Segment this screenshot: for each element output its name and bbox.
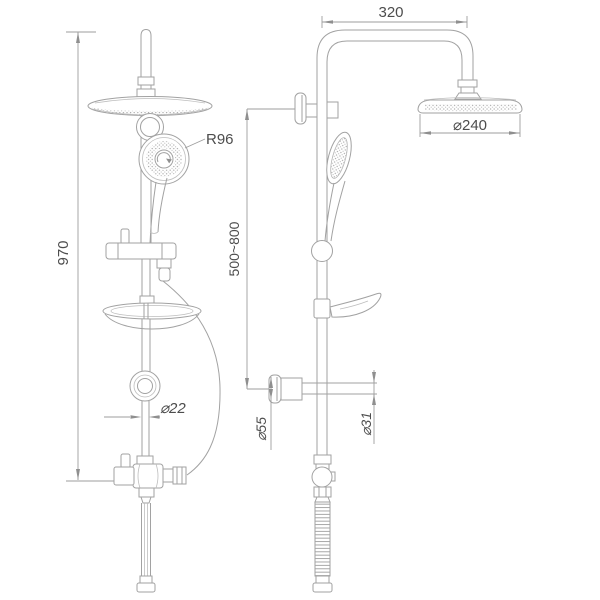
soap-dish-side xyxy=(313,292,382,319)
shower-arm xyxy=(316,29,482,100)
rain-shower-head-side xyxy=(417,97,523,114)
dimension-rail-range: 500~800 xyxy=(226,109,249,389)
dim-500-800-label: 500~800 xyxy=(226,221,242,276)
pipe-end-fitting xyxy=(139,575,153,584)
mode-button xyxy=(154,149,174,169)
holder-bracket xyxy=(105,228,177,282)
dimension-head-diameter: ⌀240 xyxy=(419,114,521,137)
head-nozzle-band xyxy=(425,104,517,112)
dimension-overall-height: 970 xyxy=(55,31,126,482)
dim-31-label: ⌀31 xyxy=(358,412,374,436)
dimension-pipe-diameter: ⌀22 xyxy=(104,400,186,419)
holder-knob-side xyxy=(311,240,333,262)
pipe-collar xyxy=(137,76,155,86)
hose-nut xyxy=(156,258,172,269)
side-view: 320 ⌀240 xyxy=(226,4,523,593)
valve-pin xyxy=(120,453,131,469)
hand-shower-side xyxy=(311,131,352,262)
valve-body xyxy=(132,463,164,489)
hand-shower-front xyxy=(138,133,190,244)
dim-970-label: 970 xyxy=(55,240,72,265)
dim-240-label: ⌀240 xyxy=(453,117,487,134)
diverter-valve-side xyxy=(311,454,336,503)
top-wall-bracket xyxy=(247,92,339,125)
bracket-pin xyxy=(120,228,130,245)
hose-end-fitting xyxy=(315,575,330,584)
dim-22-label: ⌀22 xyxy=(160,400,186,417)
rain-shower-head-front xyxy=(87,88,213,141)
valve-knob-side xyxy=(311,466,333,488)
dimension-arm-reach: 320 xyxy=(321,4,468,28)
hand-shower-handle xyxy=(149,181,157,244)
dim-55-label: ⌀55 xyxy=(253,417,269,441)
valve-handle xyxy=(113,466,135,486)
flexible-hose-side xyxy=(312,501,333,593)
dimension-bracket-arm-diameter: ⌀31 xyxy=(358,370,376,444)
dimension-flange-diameter: ⌀55 xyxy=(253,377,273,450)
dim-r96-label: R96 xyxy=(206,131,234,148)
dimension-hand-shower-radius: R96 xyxy=(184,131,234,149)
bottom-wall-bracket xyxy=(247,374,377,404)
slider-knob-front xyxy=(129,370,161,456)
shower-hose-front xyxy=(162,280,221,476)
diverter-valve-front xyxy=(113,453,187,504)
soap-dish-front xyxy=(102,295,202,330)
top-flange xyxy=(294,92,307,125)
rail-side xyxy=(316,97,328,456)
valve-outlet xyxy=(162,468,174,483)
arm-connector xyxy=(457,79,478,88)
front-view: 970 xyxy=(55,28,234,593)
supply-pipe-front xyxy=(136,503,156,593)
dim-320-label: 320 xyxy=(378,4,403,21)
